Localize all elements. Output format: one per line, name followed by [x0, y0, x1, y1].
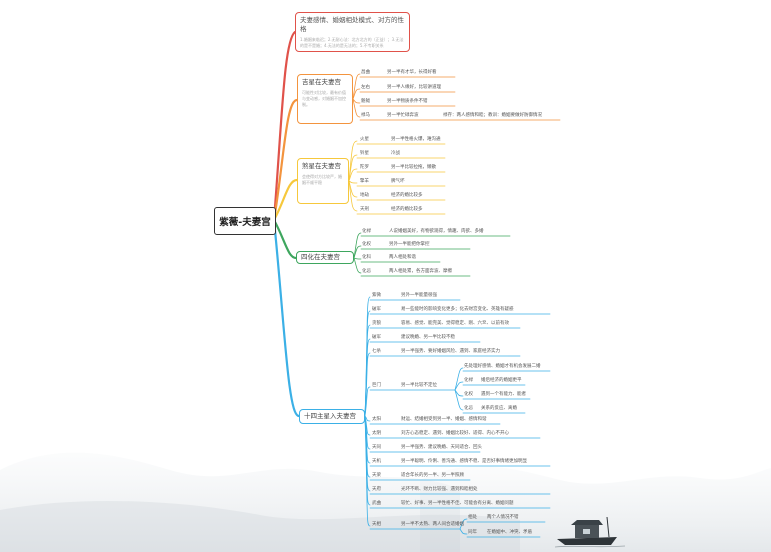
topic-title: 十四主星入夫妻宫: [304, 412, 356, 420]
sub-value[interactable]: 先处理好感情、婚姻才有机会发展二婚: [464, 364, 541, 369]
transform-key[interactable]: 化权: [362, 242, 371, 247]
malefic-value[interactable]: 另一半比较拉拖，懒散: [391, 165, 436, 170]
malefic-key[interactable]: 铃星: [360, 151, 369, 156]
topic-fourteen-stars[interactable]: 十四主星入夫妻宫: [299, 409, 365, 424]
malefic-key[interactable]: 天刑: [360, 207, 369, 212]
star-value[interactable]: 另一半聪明、伶俐、善沟通、感情不稳、是否好事情绪更加明显: [401, 459, 527, 464]
malefic-value[interactable]: 脾气坏: [391, 179, 405, 184]
sub-value[interactable]: 遇到一个有能力、能者: [481, 392, 526, 397]
transform-key[interactable]: 化科: [362, 255, 371, 260]
star-value[interactable]: 光环不断、财力比较强、遇到和睦相处: [401, 487, 478, 492]
topic-title: 吉星在夫妻宫: [302, 78, 341, 86]
topic-title: 夫妻感情、婚姻相处模式、对方的性格: [300, 16, 404, 33]
star-value[interactable]: 易一些能时的影响变化更多；化去财宫变化、英雄有疑惑: [401, 307, 514, 312]
star-value[interactable]: 建议晚婚、另一半比较不稳: [401, 335, 455, 340]
transform-value[interactable]: 两人相处和谐: [389, 255, 416, 260]
star-key[interactable]: 天梁: [372, 473, 381, 478]
lucky-value[interactable]: 另一半有才华，长得好看: [387, 70, 437, 75]
topic-note: 会使得对方比较严，婚姻不顺平稳: [302, 174, 342, 185]
star-key[interactable]: 紫微: [372, 293, 381, 298]
malefic-key[interactable]: 地劫: [360, 193, 369, 198]
root-node[interactable]: 紫薇-夫妻宫: [214, 207, 276, 235]
star-key[interactable]: 天机: [372, 459, 381, 464]
star-value[interactable]: 另一半比较不定位: [401, 383, 437, 388]
branch-red: [272, 30, 297, 222]
star-key[interactable]: 破军: [372, 307, 381, 312]
malefic-key[interactable]: 火星: [360, 137, 369, 142]
star-value[interactable]: 财运、结婚相受到另一半、婚姻、感情和谐: [401, 417, 487, 422]
transform-value[interactable]: 另外一半能把你掌控: [389, 242, 430, 247]
topic-title: 煞星在夫妻宫: [302, 162, 341, 170]
malefic-value[interactable]: 经济的婚比较多: [391, 207, 423, 212]
star-value[interactable]: 另一半强势、建议晚婚、天同适合、回头: [401, 445, 482, 450]
star-key[interactable]: 七杀: [372, 349, 381, 354]
boat-illustration: [555, 516, 625, 548]
star-value[interactable]: 另一半强势、要好婚姻风险、遇到、家庭经济实力: [401, 349, 500, 354]
topic-marriage-overview[interactable]: 夫妻感情、婚姻相处模式、对方的性格 1.婚姻来临迟；2.无耐心法：北方北方的（正…: [295, 12, 410, 52]
transform-key[interactable]: 化禄: [362, 229, 371, 234]
malefic-value[interactable]: 经济的婚比较多: [391, 193, 423, 198]
sub-key[interactable]: 化忌: [464, 406, 473, 411]
star-value[interactable]: 适合年长的另一半、另一半照顾: [401, 473, 464, 478]
sub-value[interactable]: 在婚姻中、冲突、矛盾: [487, 530, 532, 535]
topic-note: 可能性对比较，最有价值与变动感，对婚姻不加控制。: [302, 90, 346, 107]
transform-value[interactable]: 人说婚姻美好，有物欲观得，情趣、肉欲、多婚: [389, 229, 484, 234]
lucky-key[interactable]: 昌曲: [361, 70, 370, 75]
star-value[interactable]: 刘方心态稳定、遇到、婚姻比较好、适得、内心不开心: [401, 431, 509, 436]
topic-note: 1.婚姻来临迟；2.无耐心法：北方北方的（正益）；3.无法的是不是婚；4.无法的…: [300, 37, 404, 48]
star-key[interactable]: 太阳: [372, 417, 381, 422]
topic-title: 四化在夫妻宫: [301, 253, 340, 261]
topic-lucky-stars[interactable]: 吉星在夫妻宫 可能性对比较，最有价值与变动感，对婚姻不加控制。: [297, 74, 353, 124]
malefic-key[interactable]: 擎羊: [360, 179, 369, 184]
sub-key[interactable]: 化权: [464, 392, 473, 397]
branch-orange: [272, 98, 299, 222]
star-key[interactable]: 武曲: [372, 501, 381, 506]
star-key[interactable]: 破军: [372, 335, 381, 340]
sub-key[interactable]: 同年: [468, 530, 477, 535]
lucky-key[interactable]: 禄马: [361, 113, 370, 118]
star-value[interactable]: 另一半不太熟、两人间合适婚姻: [401, 522, 464, 527]
sub-key[interactable]: 相处: [468, 515, 477, 520]
lucky-value[interactable]: 另一半人缘好，比较讲道理: [387, 85, 441, 90]
sub-value[interactable]: 婚后经济的婚姻更平: [481, 378, 522, 383]
star-key[interactable]: 巨门: [372, 383, 381, 388]
star-key[interactable]: 太阴: [372, 431, 381, 436]
branch-green: [272, 218, 298, 260]
lucky-key[interactable]: 左右: [361, 85, 370, 90]
star-key[interactable]: 贪狼: [372, 321, 381, 326]
branch-blue: [272, 218, 301, 418]
branch-yellow: [272, 178, 299, 222]
lucky-key[interactable]: 魁钺: [361, 99, 370, 104]
malefic-value[interactable]: 另一半性格火爆，难沟通: [391, 137, 441, 142]
star-key[interactable]: 天相: [372, 522, 381, 527]
lucky-value[interactable]: 另一半物质条件不错: [387, 99, 428, 104]
transform-key[interactable]: 化忌: [362, 269, 371, 274]
star-value[interactable]: 容易、感觉、能完美、觉得稳定、刚、六爻、以前有效: [401, 321, 509, 326]
star-key[interactable]: 天同: [372, 445, 381, 450]
sub-key[interactable]: 化禄: [464, 378, 473, 383]
star-key[interactable]: 天府: [372, 487, 381, 492]
lucky-value[interactable]: 另一半忙碌奔波: [387, 113, 419, 118]
sub-value[interactable]: 两个人情况不错: [487, 515, 519, 520]
lucky-subvalue[interactable]: 禄存：两人感情和睦；教训：婚姻要做好防御情况: [443, 113, 542, 118]
malefic-value[interactable]: 冷战: [391, 151, 400, 156]
sub-value[interactable]: 关系的反应、离婚: [481, 406, 517, 411]
malefic-key[interactable]: 陀罗: [360, 165, 369, 170]
transform-value[interactable]: 两人相处累，各方面奔波、摩擦: [389, 269, 452, 274]
topic-malefic-stars[interactable]: 煞星在夫妻宫 会使得对方比较严，婚姻不顺平稳: [297, 158, 349, 204]
star-value[interactable]: 另外一半能量很强: [401, 293, 437, 298]
topic-four-transformations[interactable]: 四化在夫妻宫: [296, 251, 354, 264]
star-value[interactable]: 较忙、好事、另一半性格不佳、可能会有分离、婚姻问题: [401, 501, 514, 506]
